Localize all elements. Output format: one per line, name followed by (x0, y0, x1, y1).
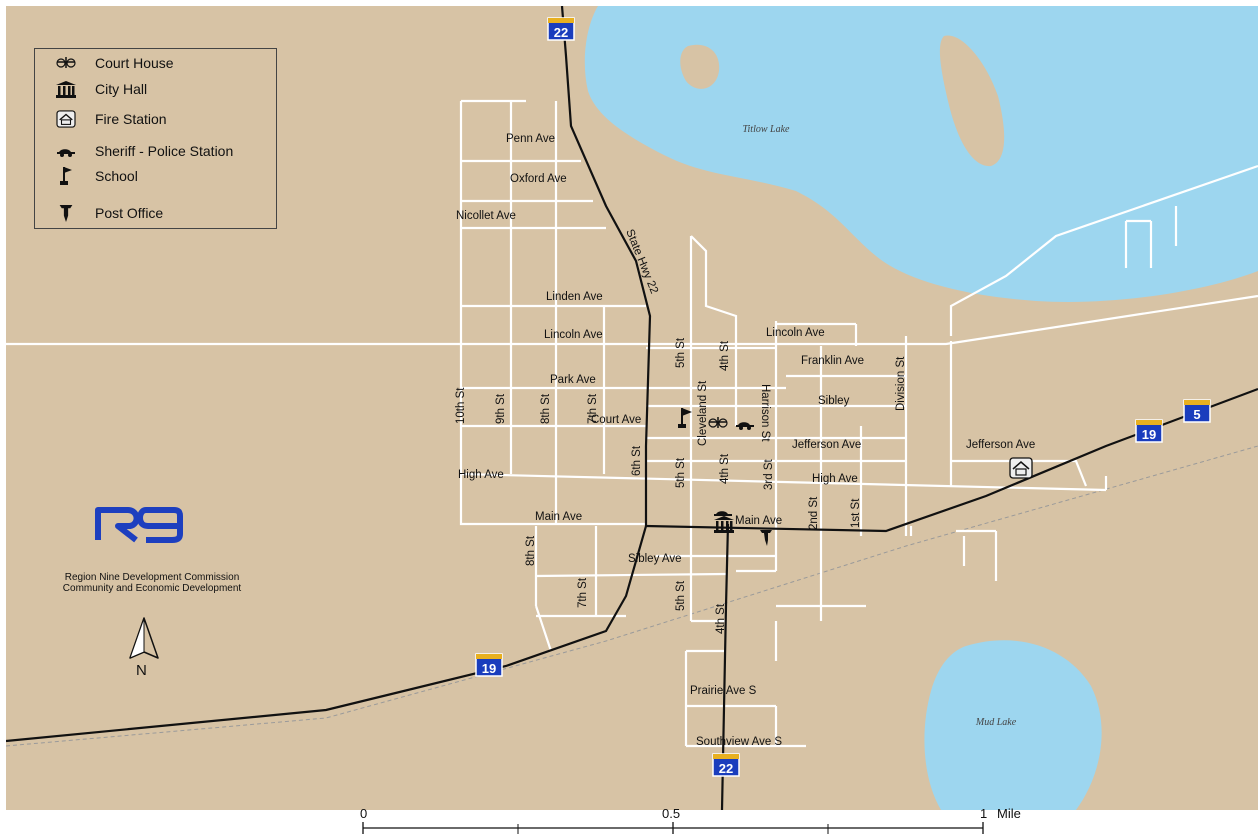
legend-label-school: School (95, 168, 138, 184)
shield-hwy22-bottom-text: 22 (719, 761, 733, 776)
org-line-2: Community and Economic Development (62, 583, 242, 594)
legend-label-court-house: Court House (95, 55, 174, 71)
label-5th-st-north: 5th St (675, 337, 687, 368)
label-court-ave: Court Ave (591, 414, 641, 426)
label-sibley: Sibley (818, 395, 850, 407)
organization-name: Region Nine Development Commission Commu… (22, 572, 282, 594)
label-high-ave-east: High Ave (812, 473, 858, 485)
label-8th-st-north: 8th St (540, 393, 552, 424)
shield-hwy22-bottom: 22 (712, 753, 740, 777)
label-division-st: Division St (895, 356, 907, 411)
label-10th-st: 10th St (455, 387, 467, 424)
shield-hwy22-top-text: 22 (554, 25, 568, 40)
police-station-marker[interactable] (736, 422, 754, 430)
map-canvas[interactable]: 22 22 19 19 5 Titlow Lake Mud Lake Penn … (6, 6, 1258, 810)
state-hwy-22 (6, 6, 652, 743)
r9-logo (94, 504, 184, 544)
label-jefferson-ave-west: Jefferson Ave (792, 439, 861, 451)
label-sibley-ave: Sibley Ave (628, 553, 682, 565)
label-8th-st-south: 8th St (525, 535, 537, 566)
shield-hwy22-top: 22 (547, 17, 575, 41)
shield-hwy19-right-text: 19 (1142, 427, 1156, 442)
label-prairie-ave-s: Prairie Ave S (690, 685, 757, 697)
legend-item-school: School (35, 166, 138, 186)
scale-label-half: 0.5 (662, 806, 681, 821)
label-1st-st: 1st St (850, 498, 862, 528)
label-linden-ave: Linden Ave (546, 291, 603, 303)
legend-item-court-house: Court House (35, 53, 174, 73)
label-jefferson-ave-east: Jefferson Ave (966, 439, 1035, 451)
label-lincoln-ave-east: Lincoln Ave (766, 327, 825, 339)
map-legend: Court House City Hall Fire Station Sheri… (34, 48, 277, 229)
school-icon (55, 167, 77, 185)
legend-item-post-office: Post Office (35, 203, 163, 223)
scale-label-zero: 0 (360, 806, 368, 821)
label-high-ave-west: High Ave (458, 469, 504, 481)
label-3rd-st: 3rd St (763, 459, 775, 490)
post-office-icon (55, 204, 77, 222)
label-lincoln-ave-west: Lincoln Ave (544, 329, 603, 341)
org-line-1: Region Nine Development Commission (64, 572, 240, 583)
shield-hwy5-text: 5 (1193, 407, 1200, 422)
shield-hwy19-left-text: 19 (482, 661, 496, 676)
police-station-marker-main[interactable] (714, 511, 732, 516)
north-label: N (136, 662, 147, 679)
shield-hwy5: 5 (1183, 399, 1211, 423)
label-oxford-ave: Oxford Ave (510, 173, 567, 185)
north-arrow-icon: N (126, 616, 166, 686)
court-house-icon (55, 54, 77, 72)
label-2nd-st: 2nd St (808, 496, 820, 530)
label-6th-st: 6th St (631, 445, 643, 476)
label-main-ave-east: Main Ave (735, 515, 782, 527)
titlow-island-small (680, 44, 720, 89)
mud-lake (924, 640, 1102, 810)
school-marker[interactable] (678, 408, 692, 428)
shield-hwy19-left: 19 (475, 653, 503, 677)
railroad (6, 445, 1258, 747)
label-7th-st-south: 7th St (577, 577, 589, 608)
hwy-22-south (720, 523, 730, 810)
label-5th-st-mid: 5th St (675, 457, 687, 488)
label-penn-ave: Penn Ave (506, 133, 555, 145)
label-park-ave: Park Ave (550, 374, 596, 386)
label-main-ave-west: Main Ave (535, 511, 582, 523)
legend-label-city-hall: City Hall (95, 81, 148, 97)
label-4th-st-south: 4th St (715, 603, 727, 634)
label-9th-st: 9th St (495, 393, 507, 424)
scale-label-unit: Mile (997, 806, 1021, 821)
legend-label-police-station: Sheriff - Police Station (95, 143, 234, 159)
label-southview-ave-s: Southview Ave S (696, 736, 782, 748)
legend-item-police-station: Sheriff - Police Station (35, 141, 233, 161)
legend-label-post-office: Post Office (95, 205, 164, 221)
scale-label-one: 1 (980, 806, 988, 821)
city-hall-icon (55, 80, 77, 98)
fire-station-icon (55, 110, 77, 128)
street-grid (6, 99, 1258, 748)
label-harrison-st: Harrison St (759, 384, 771, 442)
map-graphic: 22 22 19 19 5 Titlow Lake Mud Lake Penn … (6, 6, 1258, 810)
legend-item-fire-station: Fire Station (35, 109, 167, 129)
label-nicollet-ave: Nicollet Ave (456, 210, 516, 222)
titlow-island (939, 35, 1005, 167)
scale-bar: 0 0.5 1 Mile (0, 806, 1258, 840)
mud-lake-label: Mud Lake (975, 717, 1017, 728)
shield-hwy19-right: 19 (1135, 419, 1163, 443)
fire-station-marker[interactable] (1009, 457, 1033, 479)
city-hall-marker[interactable] (714, 516, 734, 533)
legend-label-fire-station: Fire Station (95, 111, 167, 127)
label-franklin-ave: Franklin Ave (801, 355, 864, 367)
post-office-marker[interactable] (760, 530, 772, 546)
titlow-lake-label: Titlow Lake (743, 124, 791, 135)
label-cleveland-st: Cleveland St (697, 380, 709, 446)
label-4th-st-mid: 4th St (719, 453, 731, 484)
titlow-lake (584, 6, 1258, 302)
label-5th-st-south: 5th St (675, 580, 687, 611)
police-station-icon (55, 142, 77, 160)
court-house-marker[interactable] (708, 417, 728, 428)
label-4th-st-north: 4th St (719, 340, 731, 371)
legend-item-city-hall: City Hall (35, 79, 147, 99)
label-7th-st-north: 7th St (587, 393, 599, 424)
